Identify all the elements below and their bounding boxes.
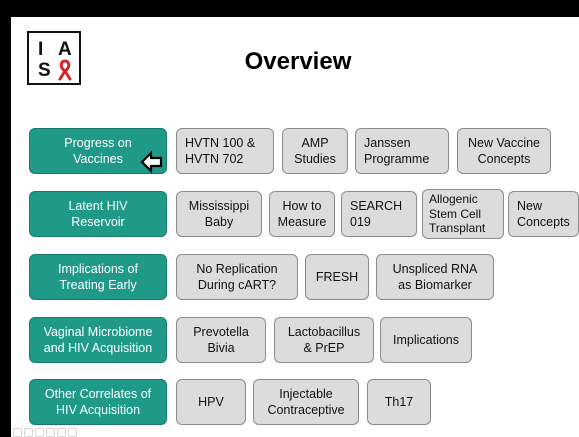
item-hvtn-100-702[interactable]: HVTN 100 & HVTN 702	[176, 128, 274, 174]
category-progress-on-vaccines[interactable]: Progress on Vaccines	[29, 128, 167, 174]
item-new-concepts[interactable]: New Concepts	[508, 191, 579, 237]
item-lactobacillus-prep[interactable]: Lactobacillus & PrEP	[274, 317, 374, 363]
page-title: Overview	[244, 48, 352, 75]
item-search-019[interactable]: SEARCH 019	[341, 191, 417, 237]
item-prevotella-bivia[interactable]: Prevotella Bivia	[176, 317, 266, 363]
item-no-replication-during-cart[interactable]: No Replication During cART?	[176, 254, 298, 300]
ias-logo: I A S	[27, 31, 81, 85]
item-injectable-contraceptive[interactable]: Injectable Contraceptive	[253, 379, 359, 425]
item-amp-studies[interactable]: AMP Studies	[282, 128, 348, 174]
item-how-to-measure[interactable]: How to Measure	[269, 191, 335, 237]
logo-letter-s: S	[38, 60, 51, 81]
presentation-toolbar	[13, 428, 77, 437]
category-implications-of-treating-early[interactable]: Implications of Treating Early	[29, 254, 167, 300]
red-ribbon-icon	[58, 59, 72, 81]
item-janssen-programme[interactable]: Janssen Programme	[355, 128, 449, 174]
item-implications[interactable]: Implications	[380, 317, 472, 363]
item-hpv[interactable]: HPV	[176, 379, 246, 425]
toolbar-button[interactable]	[46, 428, 55, 437]
category-other-correlates-of-hiv-acquisition[interactable]: Other Correlates of HIV Acquisition	[29, 379, 167, 425]
toolbar-button[interactable]	[13, 428, 22, 437]
logo-letter-i: I	[38, 39, 44, 60]
toolbar-button[interactable]	[35, 428, 44, 437]
toolbar-button[interactable]	[68, 428, 77, 437]
item-new-vaccine-concepts[interactable]: New Vaccine Concepts	[457, 128, 551, 174]
slide: I A S Overview Progress on Vaccines HVTN…	[11, 17, 579, 437]
toolbar-button[interactable]	[24, 428, 33, 437]
item-unspliced-rna-as-biomarker[interactable]: Unspliced RNA as Biomarker	[376, 254, 494, 300]
item-allogenic-stem-cell-transplant[interactable]: Allogenic Stem Cell Transplant	[422, 189, 504, 239]
item-fresh[interactable]: FRESH	[305, 254, 369, 300]
category-vaginal-microbiome-and-hiv-acquisition[interactable]: Vaginal Microbiome and HIV Acquisition	[29, 317, 167, 363]
item-th17[interactable]: Th17	[367, 379, 431, 425]
left-arrow-icon	[140, 150, 163, 174]
category-latent-hiv-reservoir[interactable]: Latent HIV Reservoir	[29, 191, 167, 237]
toolbar-button[interactable]	[57, 428, 66, 437]
logo-letter-a: A	[58, 39, 72, 60]
item-mississippi-baby[interactable]: Mississippi Baby	[176, 191, 262, 237]
